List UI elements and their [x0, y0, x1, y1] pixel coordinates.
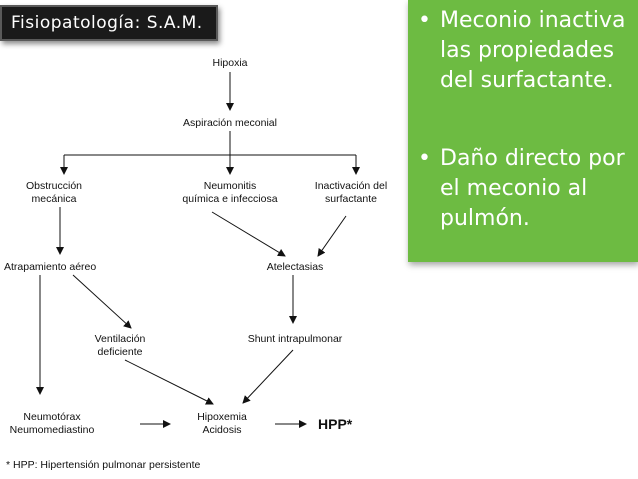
pathophysiology-flowchart: Hipoxia Aspiración meconial Obstrucción … — [4, 57, 387, 436]
node-hipoxemia-line2: Acidosis — [202, 424, 241, 436]
node-hipoxemia-line1: Hipoxemia — [197, 411, 247, 423]
bullet-marker: • — [418, 146, 431, 171]
node-aspiracion-meconial: Aspiración meconial — [183, 117, 277, 129]
bullet-text: Meconio inactiva las propiedades del sur… — [440, 8, 626, 93]
flowchart-nodes: Hipoxia Aspiración meconial Obstrucción … — [4, 57, 387, 436]
bullet-item: • Meconio inactiva las propiedades del s… — [418, 6, 634, 96]
node-ventilacion-line2: deficiente — [98, 346, 143, 358]
node-atrapamiento-aereo: Atrapamiento aéreo — [4, 261, 96, 273]
node-inactivacion-line1: Inactivación del — [315, 180, 387, 192]
node-hipoxia: Hipoxia — [212, 57, 247, 69]
node-inactivacion-line2: surfactante — [325, 193, 377, 205]
node-neumonitis-line1: Neumonitis — [204, 180, 257, 192]
node-neumonitis-line2: química e infecciosa — [182, 193, 277, 205]
node-obstruccion-line1: Obstrucción — [26, 180, 82, 192]
bullet-item: • Daño directo por el meconio al pulmón. — [418, 144, 634, 234]
node-obstruccion-line2: mecánica — [32, 193, 77, 205]
bullet-marker: • — [418, 8, 431, 33]
footnote: * HPP: Hipertensión pulmonar persistente — [6, 459, 201, 471]
bullet-text: Daño directo por el meconio al pulmón. — [440, 146, 625, 231]
node-shunt-intrapulmonar: Shunt intrapulmonar — [248, 333, 343, 345]
node-hpp: HPP* — [318, 416, 353, 432]
slide-title-box: Fisiopatología: S.A.M. — [0, 5, 218, 41]
flowchart-arrows — [36, 72, 360, 428]
node-neumotorax-line1: Neumotórax — [23, 411, 81, 423]
node-atelectasias: Atelectasias — [267, 261, 324, 273]
node-neumotorax-line2: Neumomediastino — [10, 424, 95, 436]
slide-title: Fisiopatología: S.A.M. — [11, 13, 203, 33]
node-ventilacion-line1: Ventilación — [95, 333, 146, 345]
bullet-panel: • Meconio inactiva las propiedades del s… — [408, 0, 638, 262]
